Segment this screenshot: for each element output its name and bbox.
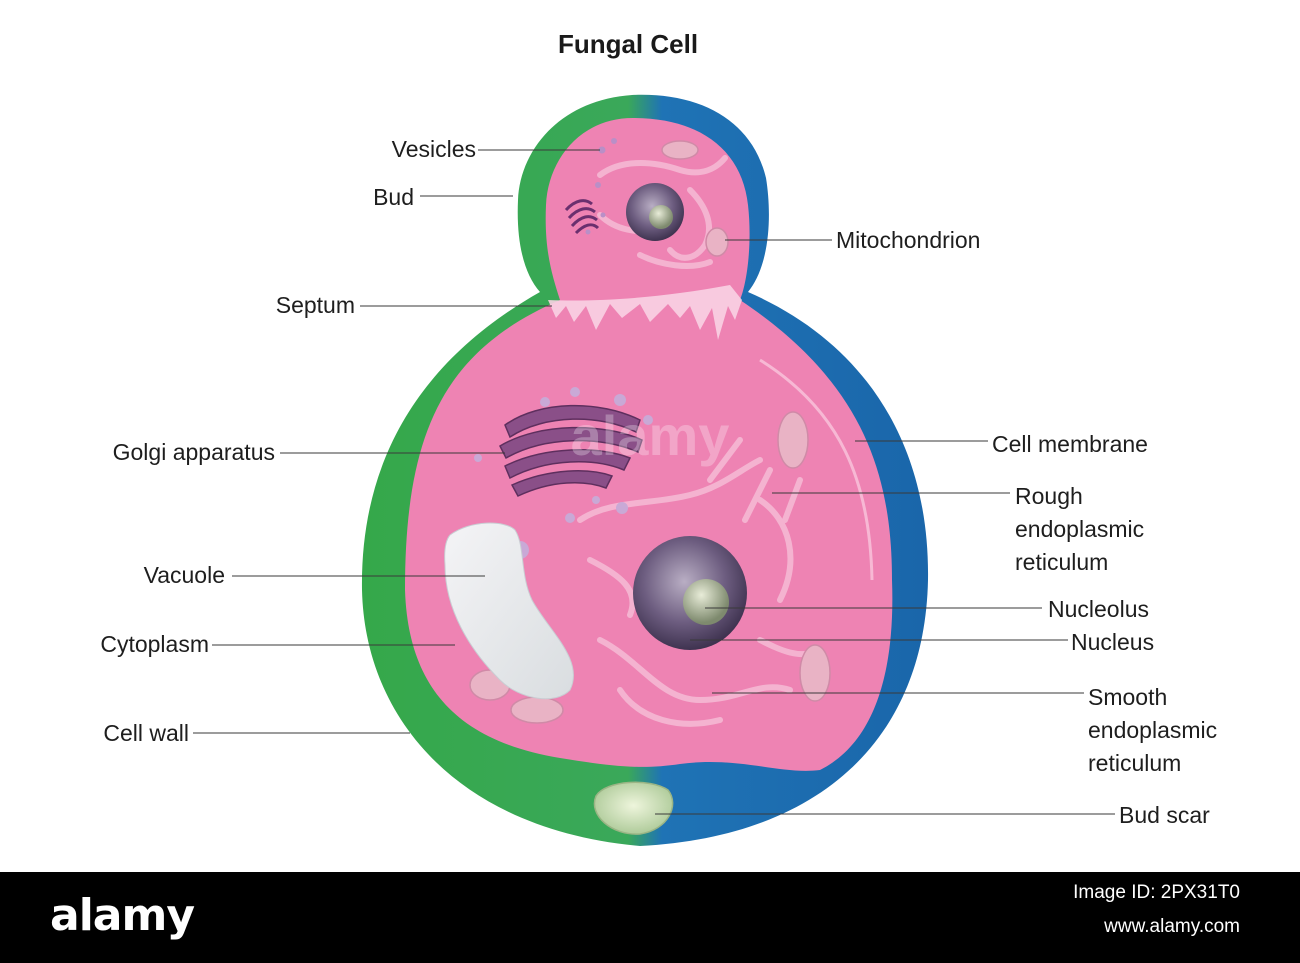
stock-footer-bar: alamy Image ID: 2PX31T0 www.alamy.com [0,872,1300,963]
mitochondria [469,140,831,724]
label-nucleolus: Nucleolus [1048,596,1149,622]
cell-membrane [759,358,874,581]
bud-golgi [564,199,600,235]
vesicles [585,138,617,235]
label-vesicles: Vesicles [392,136,476,162]
label-smooth-er-line3: reticulum [1088,750,1181,776]
label-mitochondrion: Mitochondrion [836,227,980,253]
diagram-title: Fungal Cell [558,29,698,59]
label-bud-scar: Bud scar [1119,802,1210,828]
vacuole [444,522,574,700]
label-rough-er-line3: reticulum [1015,549,1108,575]
label-smooth-er-line2: endoplasmic [1088,717,1217,743]
label-nucleus: Nucleus [1071,629,1154,655]
label-cell-wall: Cell wall [103,720,189,746]
fungal-cell-diagram: Fungal Cell [100,29,1217,846]
label-rough-er-line2: endoplasmic [1015,516,1144,542]
bud-nucleolus [649,205,673,229]
label-septum: Septum [276,292,355,318]
label-bud: Bud [373,184,414,210]
golgi-apparatus [499,404,643,497]
bud-scar [593,781,674,835]
leader-lines [193,149,1115,815]
nucleolus [683,579,729,625]
label-smooth-er-line1: Smooth [1088,684,1167,710]
brand-logo[interactable]: alamy [50,890,195,941]
watermark: alamy [571,404,730,467]
image-id-text: Image ID: 2PX31T0 [1073,882,1240,903]
septum [548,285,742,340]
label-golgi-apparatus: Golgi apparatus [113,439,275,465]
site-url-link[interactable]: www.alamy.com [1104,916,1240,937]
label-cytoplasm: Cytoplasm [100,631,209,657]
label-cell-membrane: Cell membrane [992,431,1148,457]
label-vacuole: Vacuole [144,562,225,588]
label-rough-er-line1: Rough [1015,483,1083,509]
